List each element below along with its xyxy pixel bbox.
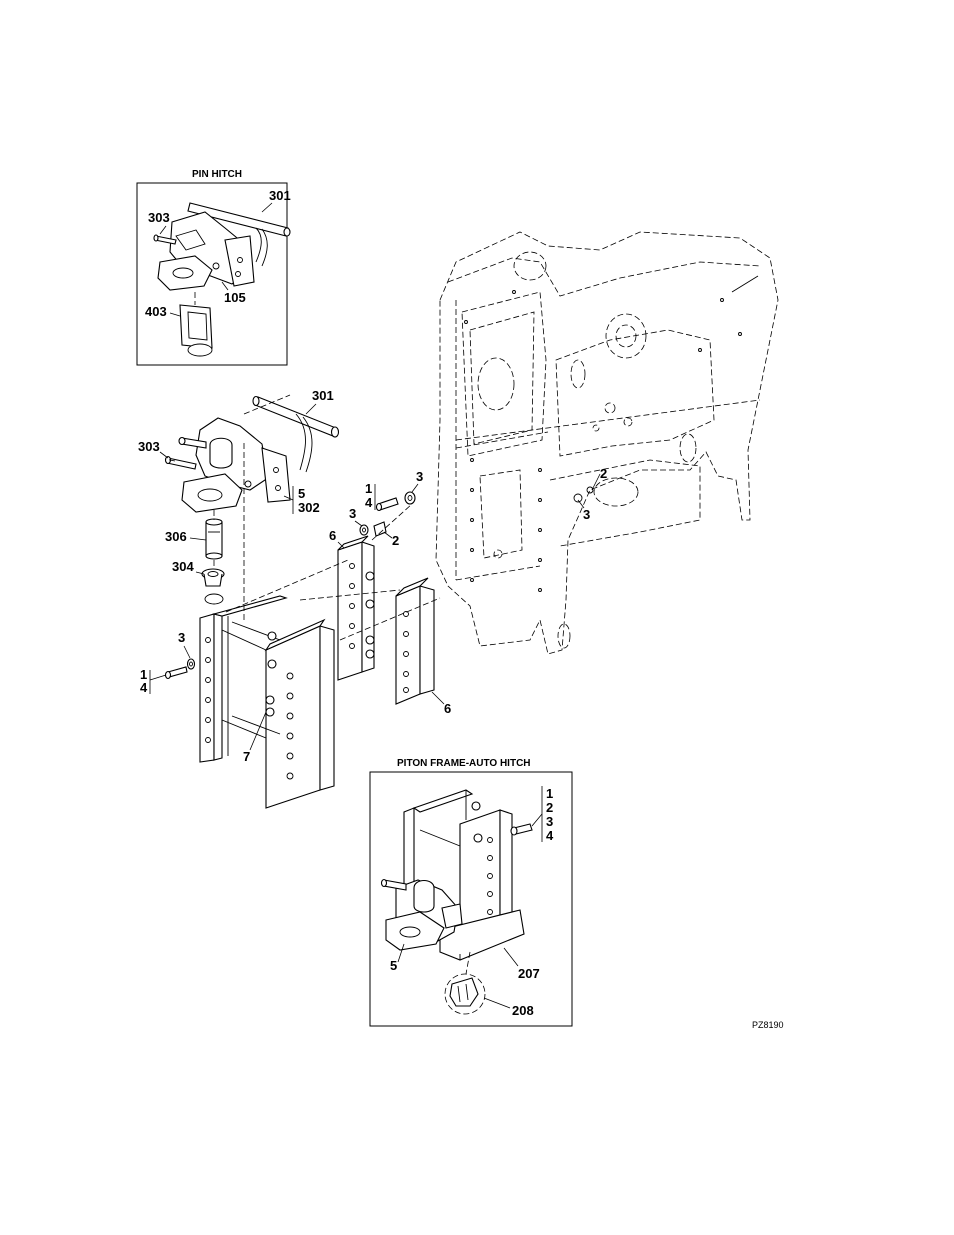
callout-301: 301 [269, 188, 291, 203]
callout-main-306: 306 [165, 529, 187, 544]
callout-piton-4: 4 [546, 828, 554, 843]
callout-piton-2: 2 [546, 800, 553, 815]
callout-main-7: 7 [243, 749, 250, 764]
callout-303: 303 [148, 210, 170, 225]
callout-main-304: 304 [172, 559, 194, 574]
side-plate-6-lower [396, 578, 434, 704]
callout-105: 105 [224, 290, 246, 305]
piton-frame-title: PITON FRAME-AUTO HITCH [397, 758, 531, 769]
main-hitch-assembly: 301 303 5 302 306 304 3 1 4 7 1 4 3 3 2 … [138, 388, 451, 808]
side-plate-6-upper [338, 536, 374, 680]
piton-insert-208 [445, 952, 485, 1014]
callout-main-303: 303 [138, 439, 160, 454]
callout-main-3-top: 3 [416, 469, 423, 484]
callout-main-1-top: 1 [365, 481, 372, 496]
callout-main-6-upper: 6 [329, 528, 336, 543]
reference-code: PZ8190 [752, 1020, 784, 1030]
pin-hitch-title: PIN HITCH [192, 169, 242, 180]
pin-306 [206, 519, 222, 559]
callout-main-302: 302 [298, 500, 320, 515]
callout-main-301: 301 [312, 388, 334, 403]
pin-hitch-latch-403 [180, 292, 212, 356]
tractor-frame-phantom [436, 232, 778, 654]
callout-piton-208: 208 [512, 1003, 534, 1018]
callout-main-3-mid: 3 [349, 506, 356, 521]
callout-piton-5: 5 [390, 958, 397, 973]
callout-piton-1: 1 [546, 786, 553, 801]
bushing-304 [202, 569, 224, 604]
frame-7 [200, 596, 334, 808]
callout-main-3-left: 3 [178, 630, 185, 645]
bolt-303 [166, 457, 197, 470]
callout-main-4-top: 4 [365, 495, 373, 510]
callout-piton-3: 3 [546, 814, 553, 829]
callout-403: 403 [145, 304, 167, 319]
callout-piton-207: 207 [518, 966, 540, 981]
callout-main-4-left: 4 [140, 680, 148, 695]
callout-main-2-mid: 2 [392, 533, 399, 548]
callout-frame-2: 2 [600, 466, 607, 481]
pin-hitch-inset: PIN HITCH [137, 169, 291, 365]
left-bolt-washer [166, 659, 195, 679]
callout-main-6-lower: 6 [444, 701, 451, 716]
piton-frame-inset: PITON FRAME-AUTO HITCH [370, 758, 572, 1026]
callout-frame-3: 3 [583, 507, 590, 522]
callout-main-5: 5 [298, 486, 305, 501]
